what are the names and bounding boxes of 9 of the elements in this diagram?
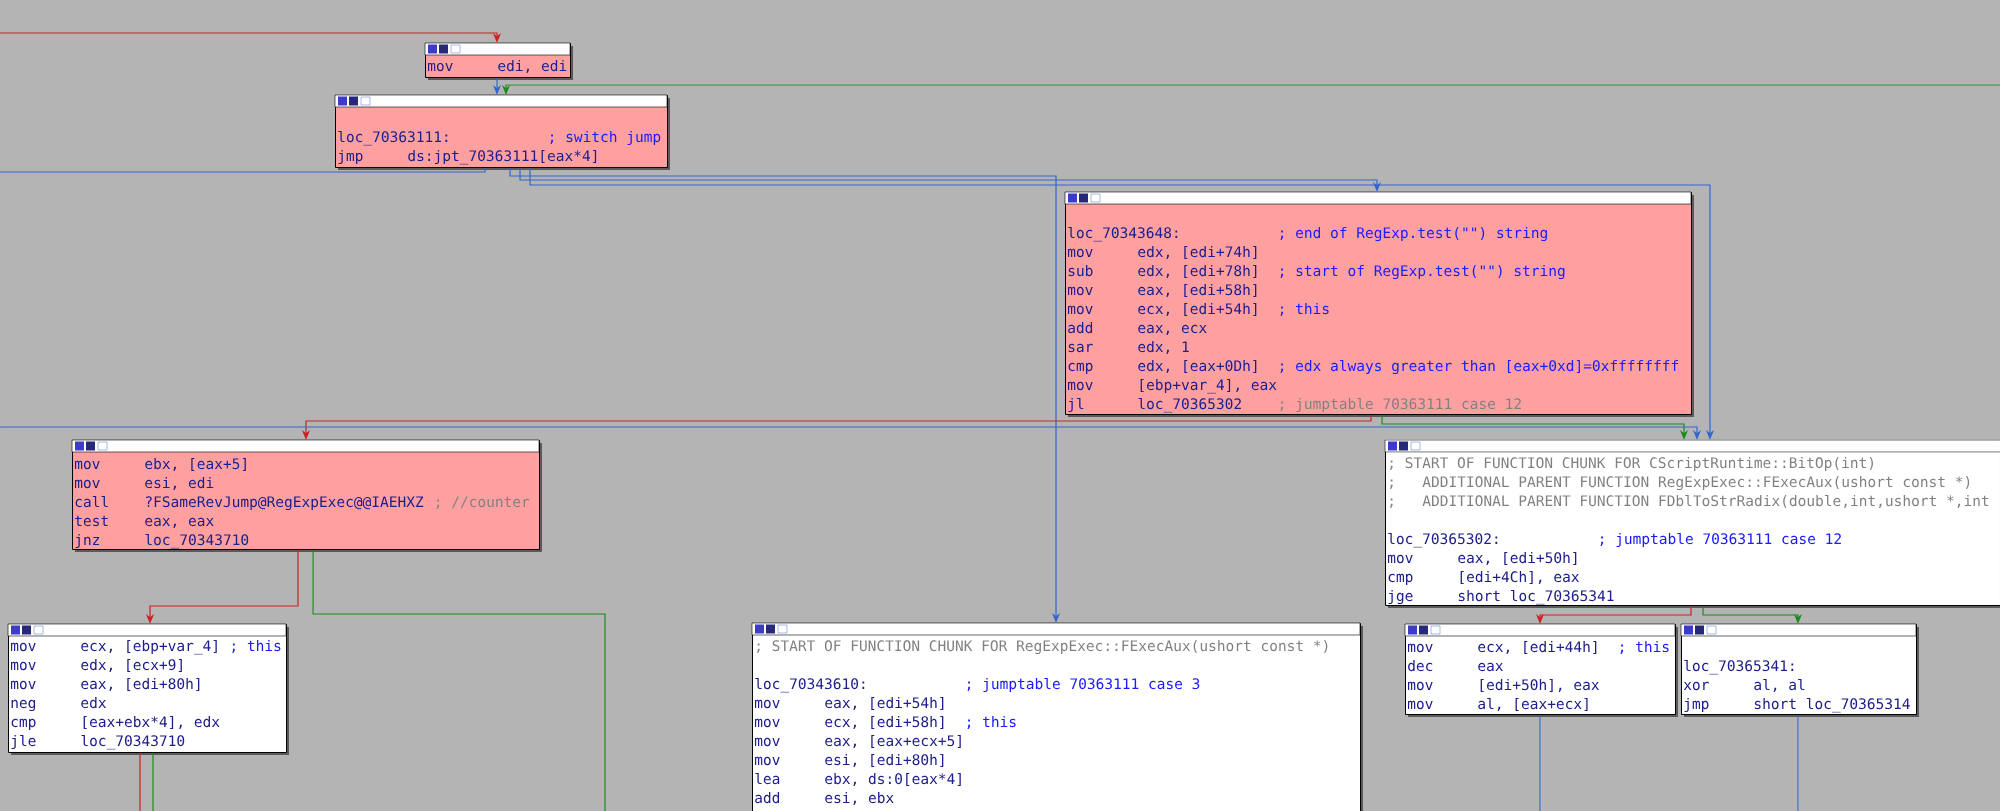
code-block: mov ecx, [ebp+var_4] ; this mov edx, [ecx+9] mov eax, [edi+80h] neg edx cmp [eax+ebx*4], edx jle loc_70343710 [7,623,289,755]
code-block: ; START OF FUNCTION CHUNK FOR RegExpExec::FExecAux(ushort const *) loc_70343610: ; jumptable 70363111 case 3 mov eax, [edi+54h] mov ecx, [edi+58h] ; this mov eax, [eax+ecx+5] mov esi, [edi+80h] lea ebx, ds:0[eax*4] add esi, ebx [751,622,1363,811]
code-block: ; START OF FUNCTION CHUNK FOR CScriptRuntime::BitOp(int) ; ADDITIONAL PARENT FUNCTION RegExpExec::FExecAux(ushort const *) ; ADDITIONAL PARENT FUNCTION FDblToStrRadix(double,int,ushort *,int loc_70365302: ; jumptable 70363111 case 12 mov eax, [edi+50h] cmp [edi+4Ch], eax jge short loc_70365341 [1384,439,2000,608]
code-block: mov edi, edi [424,42,573,80]
code-block: loc_70343648: ; end of RegExp.test("") string mov edx, [edi+74h] sub edx, [edi+78h] ; start of RegExp.test("") string mov eax, [edi+58h] mov ecx, [edi+54h] ; this add eax, ecx sar edx, 1 cmp edx, [eax+0Dh] ; edx always greater than [eax+0xd]=0xffffffff mov [ebp+var_4], eax jl loc_70365302 ; jumptable 70363111 case 12 [1064,191,1694,417]
code-block: loc_70365341: xor al, al jmp short loc_70365314 [1680,623,1919,717]
code-block: mov ecx, [edi+44h] ; this dec eax mov [edi+50h], eax mov al, [eax+ecx] [1404,623,1678,717]
code-block: mov ebx, [eax+5] mov esi, edi call ?FSameRevJump@RegExpExec@@IAEHXZ ; //counter test eax, eax jnz loc_70343710 [71,439,542,552]
code-block: loc_70363111: ; switch jump jmp ds:jpt_70363111[eax*4] [334,94,670,170]
